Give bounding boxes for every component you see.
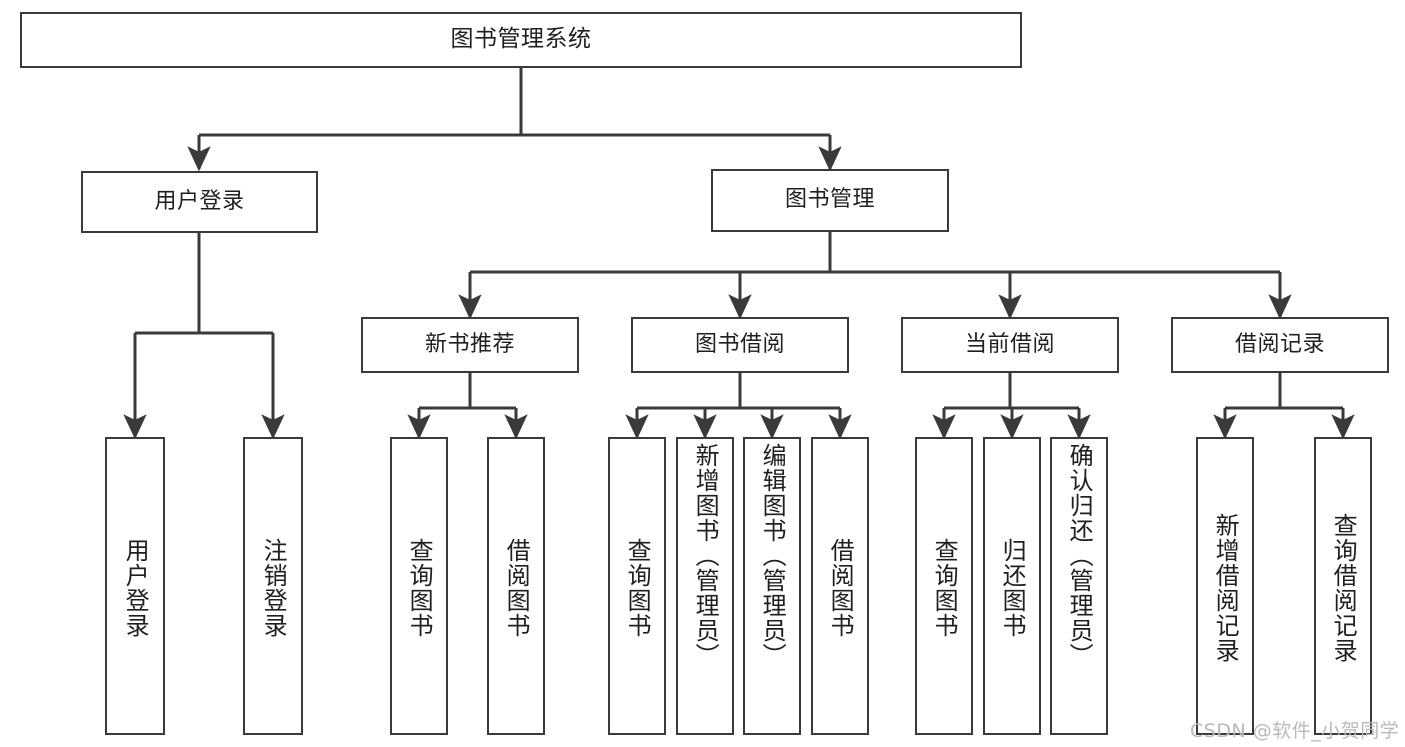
- node-label: 借阅记录: [1234, 331, 1325, 357]
- node-l-addrecord[interactable]: 新增借阅记录: [1196, 437, 1254, 735]
- node-l-querybook3[interactable]: 查询图书: [915, 437, 973, 735]
- node-label: 新书推荐: [424, 331, 515, 357]
- node-label: 查询图书: [623, 538, 652, 638]
- node-label: 确认归还（管理员）: [1065, 443, 1094, 668]
- node-l-borrowbook2[interactable]: 借阅图书: [811, 437, 869, 735]
- node-label: 查询图书: [405, 538, 434, 638]
- node-l-querybook1[interactable]: 查询图书: [390, 437, 448, 735]
- watermark-text: CSDN @软件_小贺同学: [1190, 720, 1400, 742]
- node-l-userlogin[interactable]: 用户登录: [105, 437, 165, 735]
- node-l-logout[interactable]: 注销登录: [243, 437, 303, 735]
- node-label: 用户登录: [121, 538, 150, 638]
- node-l-editbook[interactable]: 编辑图书（管理员）: [743, 437, 801, 735]
- node-l-querybook2[interactable]: 查询图书: [608, 437, 666, 735]
- node-label: 编辑图书（管理员）: [758, 443, 787, 668]
- node-l-addbook[interactable]: 新增图书（管理员）: [676, 437, 734, 735]
- node-label: 新增图书（管理员）: [691, 443, 720, 668]
- node-label: 图书借阅: [694, 331, 785, 357]
- node-label: 查询借阅记录: [1329, 513, 1358, 663]
- node-label: 图书管理系统: [450, 26, 592, 53]
- node-label: 借阅图书: [502, 538, 531, 638]
- node-label: 图书管理: [784, 187, 875, 213]
- node-label: 借阅图书: [826, 538, 855, 638]
- node-current[interactable]: 当前借阅: [901, 317, 1119, 373]
- node-l-confirm[interactable]: 确认归还（管理员）: [1050, 437, 1108, 735]
- node-label: 新增借阅记录: [1211, 513, 1240, 663]
- node-label: 用户登录: [154, 188, 245, 214]
- node-l-queryrecord[interactable]: 查询借阅记录: [1314, 437, 1372, 735]
- node-login[interactable]: 用户登录: [81, 171, 318, 233]
- node-root[interactable]: 图书管理系统: [20, 12, 1022, 68]
- node-l-returnbook[interactable]: 归还图书: [983, 437, 1041, 735]
- tree-edges: [123, 68, 1355, 440]
- node-bookmgmt[interactable]: 图书管理: [711, 169, 949, 232]
- node-newrec[interactable]: 新书推荐: [361, 317, 579, 373]
- node-label: 注销登录: [259, 538, 288, 638]
- node-l-borrowbook1[interactable]: 借阅图书: [487, 437, 545, 735]
- node-label: 当前借阅: [964, 331, 1055, 357]
- node-label: 查询图书: [930, 538, 959, 638]
- node-label: 归还图书: [998, 538, 1027, 638]
- node-records[interactable]: 借阅记录: [1171, 317, 1389, 373]
- node-borrow[interactable]: 图书借阅: [631, 317, 849, 373]
